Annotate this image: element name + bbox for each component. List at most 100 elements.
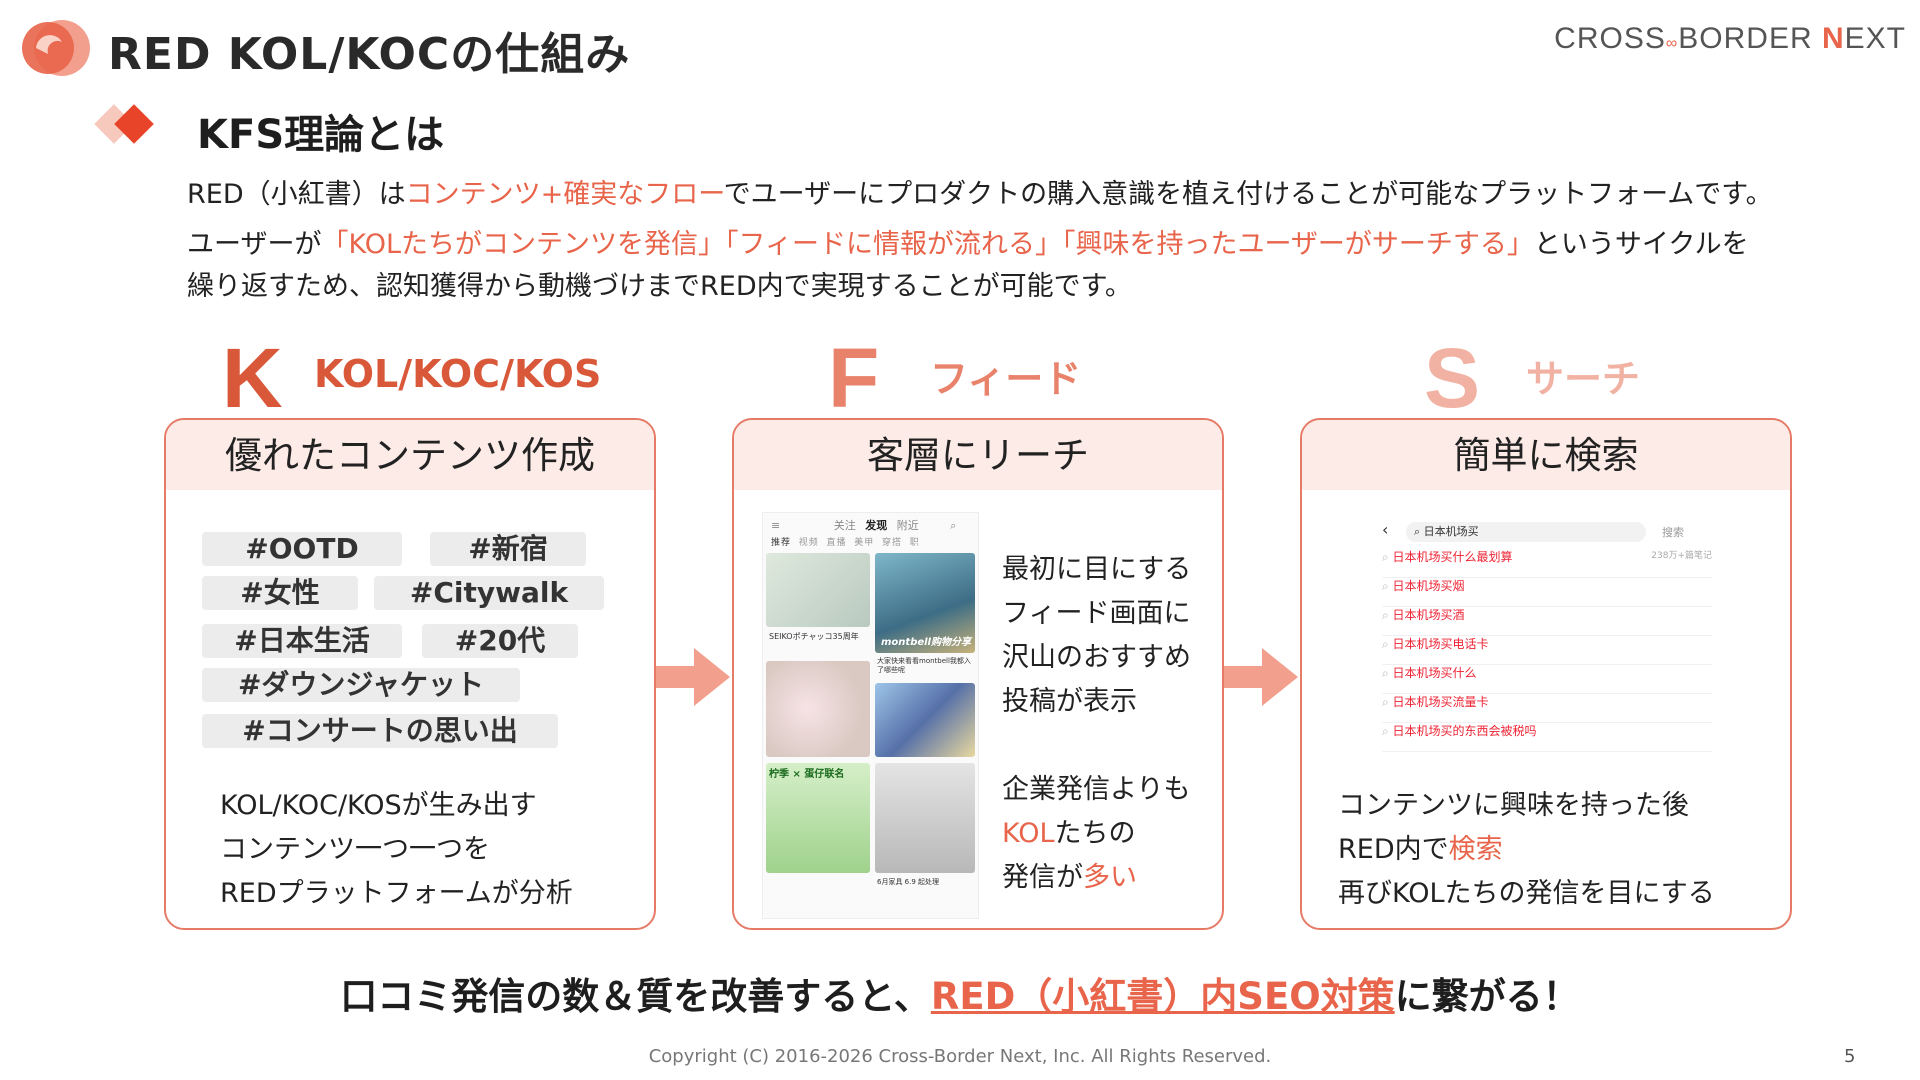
card-text-line: RED内で検索 (1338, 828, 1715, 872)
intro-text: でユーザーにプロダクトの購入意識を植え付けることが可能なプラットフォームです。 (723, 179, 1773, 210)
card-text-line: 発信が多い (1002, 856, 1190, 900)
card-text-line: 沢山のおすすめ (1002, 642, 1191, 673)
conclusion-text: に繋がる！ (1394, 975, 1580, 1018)
card-description: コンテンツに興味を持った後 RED内で検索 再びKOLたちの発信を目にする (1338, 784, 1715, 916)
search-suggestion: ⌕ 日本机场买流量卡 (1382, 693, 1712, 723)
card-title: 客層にリーチ (734, 420, 1222, 490)
feed-post-caption: SEIKOポチャッコ35周年 (769, 632, 859, 641)
highlight-text: KOL (1002, 818, 1055, 849)
conclusion-message: 口コミ発信の数＆質を改善すると、RED（小紅書）内SEO対策に繋がる！ (0, 966, 1920, 1020)
brand-text-border: BORDER (1678, 22, 1813, 55)
card-text-line: 再びKOLたちの発信を目にする (1338, 878, 1715, 909)
back-icon: ‹ (1382, 520, 1389, 539)
intro-text: RED（小紅書）は (187, 179, 406, 210)
feed-post-image (875, 763, 975, 873)
copyright: Copyright (C) 2016-2026 Cross-Border Nex… (648, 1046, 1272, 1067)
card-text: RED内で (1338, 834, 1449, 865)
card-text: たちの (1054, 818, 1136, 849)
intro-highlight: コンテンツ+確実なフロー (405, 179, 724, 210)
search-bar: ‹ ⌕ 日本机场买 搜索 (1382, 520, 1722, 544)
arrow-right-icon (656, 648, 730, 706)
feed-post-caption: 大家快来看看montbell我都入了哪些呢 (877, 657, 971, 674)
suggestion-text: 日本机场买什么最划算 (1392, 550, 1513, 564)
highlight-text: 検索 (1448, 834, 1503, 865)
hashtag-tag: #Citywalk (374, 576, 604, 610)
brand-logo: CROSS∞BORDER NEXT (1554, 22, 1906, 55)
hashtag-tag: #女性 (202, 576, 358, 610)
page-number: 5 (1844, 1046, 1856, 1067)
card-text-line: KOL/KOC/KOSが生み出す (220, 790, 537, 821)
card-title: 簡単に検索 (1302, 420, 1790, 490)
hashtag-tag: #OOTD (202, 532, 402, 566)
pillar-k-letter: K (222, 331, 283, 425)
conclusion-text: 口コミ発信の数＆質を改善すると、 (340, 975, 931, 1018)
search-suggestion: ⌕ 日本机场买烟 (1382, 577, 1712, 607)
feed-post-caption: 柠季 × 蛋仔联名 (769, 769, 845, 780)
hashtag-tag: #日本生活 (202, 624, 402, 658)
card-text-line: 最初に目にする (1002, 554, 1192, 585)
card-text-line: フィード画面に (1002, 598, 1191, 629)
suggestion-text: 日本机场买酒 (1392, 608, 1465, 622)
card-text-line: REDプラットフォームが分析 (220, 878, 573, 909)
suggestion-text: 日本机场买的东西会被税吗 (1392, 724, 1537, 738)
feed-subtab: 职 (909, 538, 920, 548)
feed-subtab: 视频 (798, 538, 819, 548)
feed-post-image (766, 553, 870, 627)
hashtag-tag: #ダウンジャケット (202, 668, 520, 702)
card-description: 企業発信よりも KOLたちの 発信が多い (1002, 768, 1190, 900)
brand-text-ext: EXT (1844, 22, 1906, 55)
suggestion-text: 日本机场买流量卡 (1392, 695, 1489, 709)
feed-post-image (875, 553, 975, 653)
card-text-line: 企業発信よりも (1002, 774, 1191, 805)
search-suggestion: ⌕ 日本机场买的东西会被税吗 (1382, 722, 1712, 752)
kol-content-card: 優れたコンテンツ作成 #OOTD #新宿 #女性 #Citywalk #日本生活… (164, 418, 656, 930)
feed-tab: 关注 (833, 519, 856, 532)
feed-tabbar: ≡ 关注 发现 附近 ⌕ (771, 517, 971, 533)
pillar-f-letter: F (828, 331, 880, 425)
feed-subtab: 直播 (826, 538, 847, 548)
card-title: 優れたコンテンツ作成 (166, 420, 654, 490)
search-suggestion: ⌕ 日本机场买电话卡 (1382, 635, 1712, 665)
card-text-line: KOLたちの (1002, 812, 1190, 856)
card-description: 最初に目にする フィード画面に 沢山のおすすめ 投稿が表示 (1002, 548, 1191, 724)
feed-subtab: 美甲 (854, 538, 875, 548)
card-text-line: コンテンツ一つ一つを (220, 834, 490, 865)
suggestion-text: 日本机场买电话卡 (1392, 637, 1489, 651)
hashtag-tag: #新宿 (430, 532, 586, 566)
pillar-f-label: フィード (930, 357, 1082, 401)
pillar-k-label: KOL/KOC/KOS (314, 352, 602, 396)
card-text-line: 投稿が表示 (1002, 686, 1137, 717)
search-icon: ⌕ (950, 519, 957, 532)
arrow-right-icon (1224, 648, 1298, 706)
page-title: RED KOL/KOCの仕組み (108, 29, 631, 80)
intro-line-3: 繰り返すため、認知獲得から動機づけまでRED内で実現することが可能です。 (187, 271, 1132, 302)
suggestion-text: 日本机场买烟 (1392, 579, 1465, 593)
feed-tab: 附近 (896, 519, 919, 532)
feed-post-image (875, 683, 975, 757)
search-suggestion: ⌕ 日本机场买酒 (1382, 606, 1712, 636)
search-suggestion: ⌕ 日本机场买什么 (1382, 664, 1712, 694)
feed-post-overlay: montbell购物分享 (881, 637, 971, 648)
pillar-s-label: サーチ (1526, 357, 1641, 401)
card-text-line: コンテンツに興味を持った後 (1338, 790, 1689, 821)
logo-icon (22, 20, 90, 76)
feed-subtabs: 推荐 视频 直播 美甲 穿搭 职 (771, 535, 971, 548)
feed-subtab: 推荐 (771, 538, 792, 548)
search-query: 日本机场买 (1423, 525, 1479, 538)
pillar-s-letter: S (1424, 331, 1481, 425)
intro-text: というサイクルを (1533, 229, 1749, 260)
search-input: ⌕ 日本机场买 (1406, 522, 1646, 542)
hashtag-tag: #コンサートの思い出 (202, 714, 558, 748)
feed-post-image (766, 763, 870, 873)
feed-tab: 发现 (865, 519, 888, 532)
feed-subtab: 穿搭 (882, 538, 903, 548)
card-text: 発信が (1002, 862, 1083, 893)
brand-text-cross: CROSS (1554, 22, 1666, 55)
intro-line-2: ユーザーが「KOLたちがコンテンツを発信」「フィードに情報が流れる」「興味を持っ… (187, 222, 1749, 261)
suggestion-text: 日本机场买什么 (1392, 666, 1477, 680)
diamond-bullet-icon (94, 104, 154, 144)
highlight-text: 多い (1083, 862, 1137, 893)
section-subtitle: KFS理論とは (197, 112, 445, 158)
